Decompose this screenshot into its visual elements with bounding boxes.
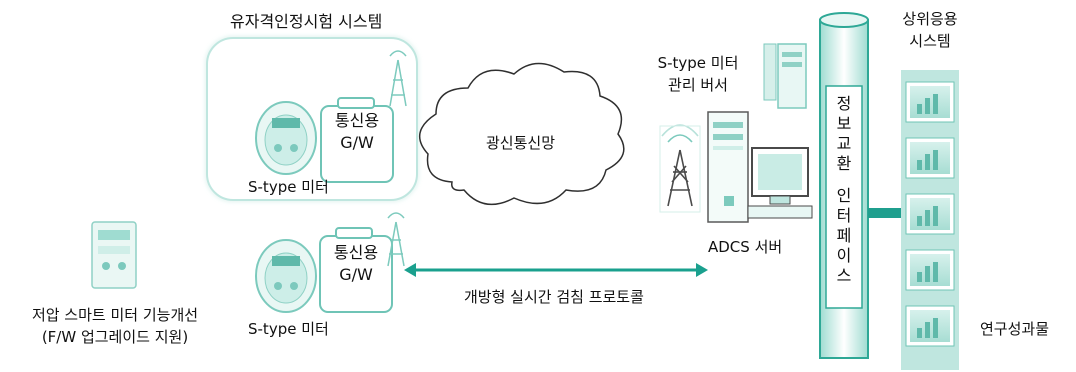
gateway-label-top: 통신용 G/W xyxy=(322,110,392,154)
antenna-tower-icon-adcs xyxy=(661,124,699,207)
gateway-label-bottom-line2: G/W xyxy=(339,265,373,284)
antenna-tower-icon-bottom xyxy=(387,212,405,267)
upper-app-label-line2: 시스템 xyxy=(909,32,951,50)
interface-char: 이 xyxy=(836,246,852,265)
interface-char: 페 xyxy=(836,226,852,245)
interface-char: 인 xyxy=(836,186,852,205)
network-label: 광신통신망 xyxy=(486,134,556,152)
upper-app-label: 상위응용 시스템 xyxy=(888,8,972,52)
upper-app-label-line1: 상위응용 xyxy=(902,10,958,28)
protocol-arrow xyxy=(404,263,708,277)
server-tower-icon-mgmt xyxy=(763,43,807,109)
antenna-tower-icon-top xyxy=(389,50,407,107)
meter-icon-bottom xyxy=(255,239,317,313)
chart-monitor-icon-group xyxy=(905,81,955,347)
meter-label-top: S-type 미터 xyxy=(248,178,329,196)
interface-char: 보 xyxy=(836,114,852,133)
adcs-server-label: ADCS 서버 xyxy=(708,238,783,256)
lowvoltage-meter-label: 저압 스마트 미터 기능개선 (F/W 업그레이드 지원) xyxy=(8,304,222,348)
chart-monitor-icon xyxy=(905,137,955,179)
bus-connector xyxy=(868,208,906,218)
chart-monitor-icon xyxy=(905,193,955,235)
interface-label: 정 보 교 환 인 터 페 이 스 xyxy=(826,94,862,286)
gateway-label-bottom: 통신용 G/W xyxy=(320,242,392,286)
gateway-label-top-line2: G/W xyxy=(340,133,374,152)
meter-label-bottom: S-type 미터 xyxy=(248,320,329,338)
interface-char xyxy=(826,174,862,186)
mgmt-server-label: S-type 미터 관리 버서 xyxy=(638,52,758,96)
protocol-label: 개방형 실시간 검침 프로토콜 xyxy=(464,288,644,306)
interface-bus xyxy=(819,12,869,359)
interface-char: 터 xyxy=(836,206,852,225)
lowvoltage-meter-label-line2: (F/W 업그레이드 지원) xyxy=(41,328,189,346)
meter-icon-top xyxy=(255,101,317,175)
server-tower-icon-adcs xyxy=(707,111,749,223)
meter-icon-lowvoltage xyxy=(91,221,137,289)
gateway-label-top-line1: 통신용 xyxy=(334,111,380,130)
monitor-icon-adcs xyxy=(747,147,813,219)
interface-char: 교 xyxy=(836,134,852,153)
mgmt-server-label-line1: S-type 미터 xyxy=(657,54,739,72)
interface-char: 환 xyxy=(836,154,852,173)
gateway-label-bottom-line1: 통신용 xyxy=(333,243,379,262)
lowvoltage-meter-label-line1: 저압 스마트 미터 기능개선 xyxy=(31,306,199,324)
interface-char: 스 xyxy=(836,266,852,285)
interface-char: 정 xyxy=(836,94,852,113)
chart-monitor-icon xyxy=(905,305,955,347)
test-system-title: 유자격인정시험 시스템 xyxy=(230,12,383,31)
mgmt-server-label-line2: 관리 버서 xyxy=(668,76,728,94)
research-label: 연구성과물 xyxy=(980,320,1050,338)
chart-monitor-icon xyxy=(905,81,955,123)
chart-monitor-icon xyxy=(905,249,955,291)
cloud-icon xyxy=(419,62,625,206)
